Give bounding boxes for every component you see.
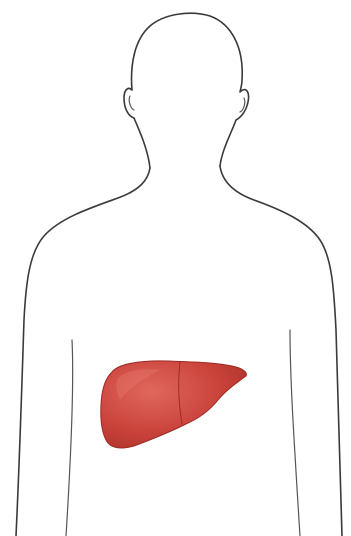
left-shoulder-arm-outline: [16, 168, 150, 536]
left-ear-detail: [129, 96, 134, 110]
right-torso-side: [290, 330, 300, 536]
liver-organ: [101, 361, 247, 448]
right-ear-detail: [240, 98, 245, 112]
head-outline: [124, 13, 249, 168]
left-torso-side: [66, 340, 73, 536]
right-shoulder-arm-outline: [220, 166, 342, 536]
